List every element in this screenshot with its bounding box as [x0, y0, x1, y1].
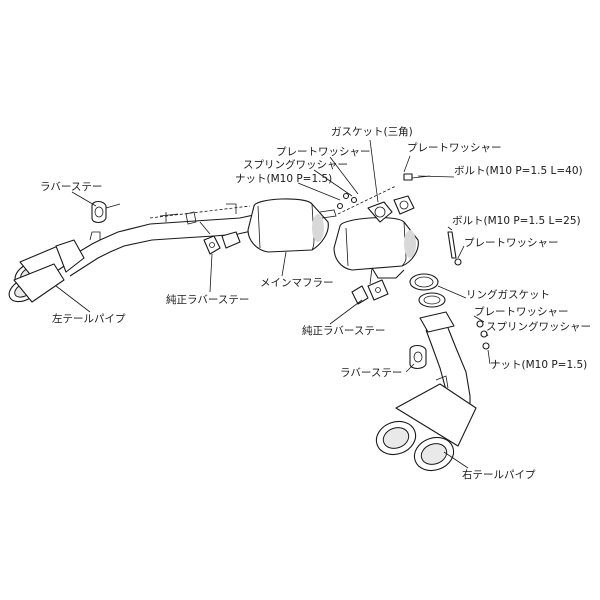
label-left-tail-pipe: 左テールパイプ [52, 312, 126, 325]
front-pipe-section [149, 203, 259, 239]
main-muffler-left [247, 198, 337, 253]
rubber-stay-right-part [409, 344, 427, 370]
rubber-stay-left [91, 200, 121, 224]
label-plate-washer-top-left: プレートワッシャー [276, 146, 371, 158]
label-rubber-stay-right: ラバーステー [340, 367, 402, 379]
right-tail-pipe [375, 327, 477, 472]
top-fasteners [336, 173, 431, 215]
mid-bolt [447, 231, 462, 266]
label-stock-rubber-stay-left: 純正ラバーステー [166, 293, 249, 306]
label-bolt-l25: ボルト(M10 P=1.5 L=25) [452, 215, 581, 227]
label-spring-washer-top: スプリングワッシャー [243, 158, 348, 171]
label-plate-washer-mid: プレートワッシャー [464, 237, 559, 249]
label-ring-gasket: リングガスケット [466, 288, 550, 301]
label-stock-rubber-stay-center: 純正ラバーステー [302, 324, 385, 337]
label-plate-washer-top-right: プレートワッシャー [407, 142, 502, 154]
label-plate-washer-lower: プレートワッシャー [474, 306, 569, 318]
left-tail-pipe [8, 221, 183, 303]
label-right-tail-pipe: 右テールパイプ [462, 468, 536, 481]
triangle-gasket [367, 195, 415, 223]
label-gasket-triangle: ガスケット(三角) [331, 126, 413, 138]
labels: ラバーステー 左テールパイプ 純正ラバーステー メインマフラー ナット(M10 … [40, 126, 591, 481]
lower-flange [419, 311, 490, 350]
label-spring-washer-lower: スプリングワッシャー [486, 320, 591, 333]
label-rubber-stay-left: ラバーステー [40, 181, 102, 193]
label-nut-lower: ナット(M10 P=1.5) [490, 359, 587, 371]
stock-rubber-stay-left-part [199, 221, 241, 255]
stock-rubber-stay-center-part [351, 267, 389, 305]
label-bolt-l40: ボルト(M10 P=1.5 L=40) [454, 165, 583, 177]
label-main-muffler: メインマフラー [260, 277, 334, 289]
label-nut-top: ナット(M10 P=1.5) [235, 173, 332, 185]
leader-lines [55, 139, 491, 469]
ring-gasket-part [409, 273, 446, 308]
main-muffler-right [333, 217, 419, 279]
